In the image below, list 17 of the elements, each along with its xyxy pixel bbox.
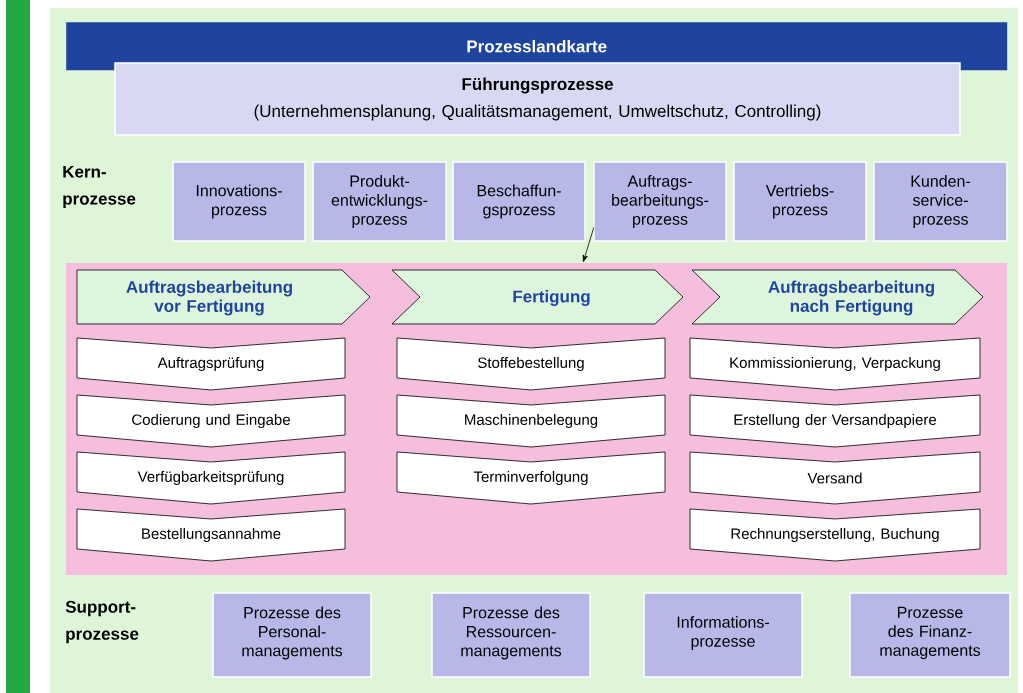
- process-box: Prozesse des Ressourcen- managements: [431, 592, 591, 678]
- row-label: Support- prozesse: [65, 600, 139, 644]
- process-box: Kunden- service- prozess: [873, 161, 1008, 242]
- process-banner: Fertigung: [391, 269, 684, 325]
- process-box: Prozesse des Personal- managements: [212, 592, 372, 678]
- process-banner: Auftragsbearbeitung nach Fertigung: [691, 269, 984, 325]
- process-box: Führungsprozesse (Unternehmensplanung, Qualitätsmanagement, Umweltschutz, Controlling): [114, 62, 961, 136]
- arrow: [582, 227, 595, 262]
- process-box: Produkt- entwicklungs- prozess: [312, 161, 447, 242]
- process-box: Prozesse des Finanz- managements: [849, 592, 1011, 678]
- process-box: Informations- prozesse: [643, 592, 803, 678]
- process-banner: Auftragsbearbeitung vor Fertigung: [76, 269, 371, 325]
- process-box: Innovations- prozess: [172, 161, 306, 242]
- process-box: Vertriebs- prozess: [733, 161, 867, 242]
- process-box: Auftrags- bearbeitungs- prozess: [593, 161, 727, 242]
- row-label: Kern- prozesse: [63, 165, 136, 209]
- process-box: Beschaffun- gsprozess: [452, 161, 586, 242]
